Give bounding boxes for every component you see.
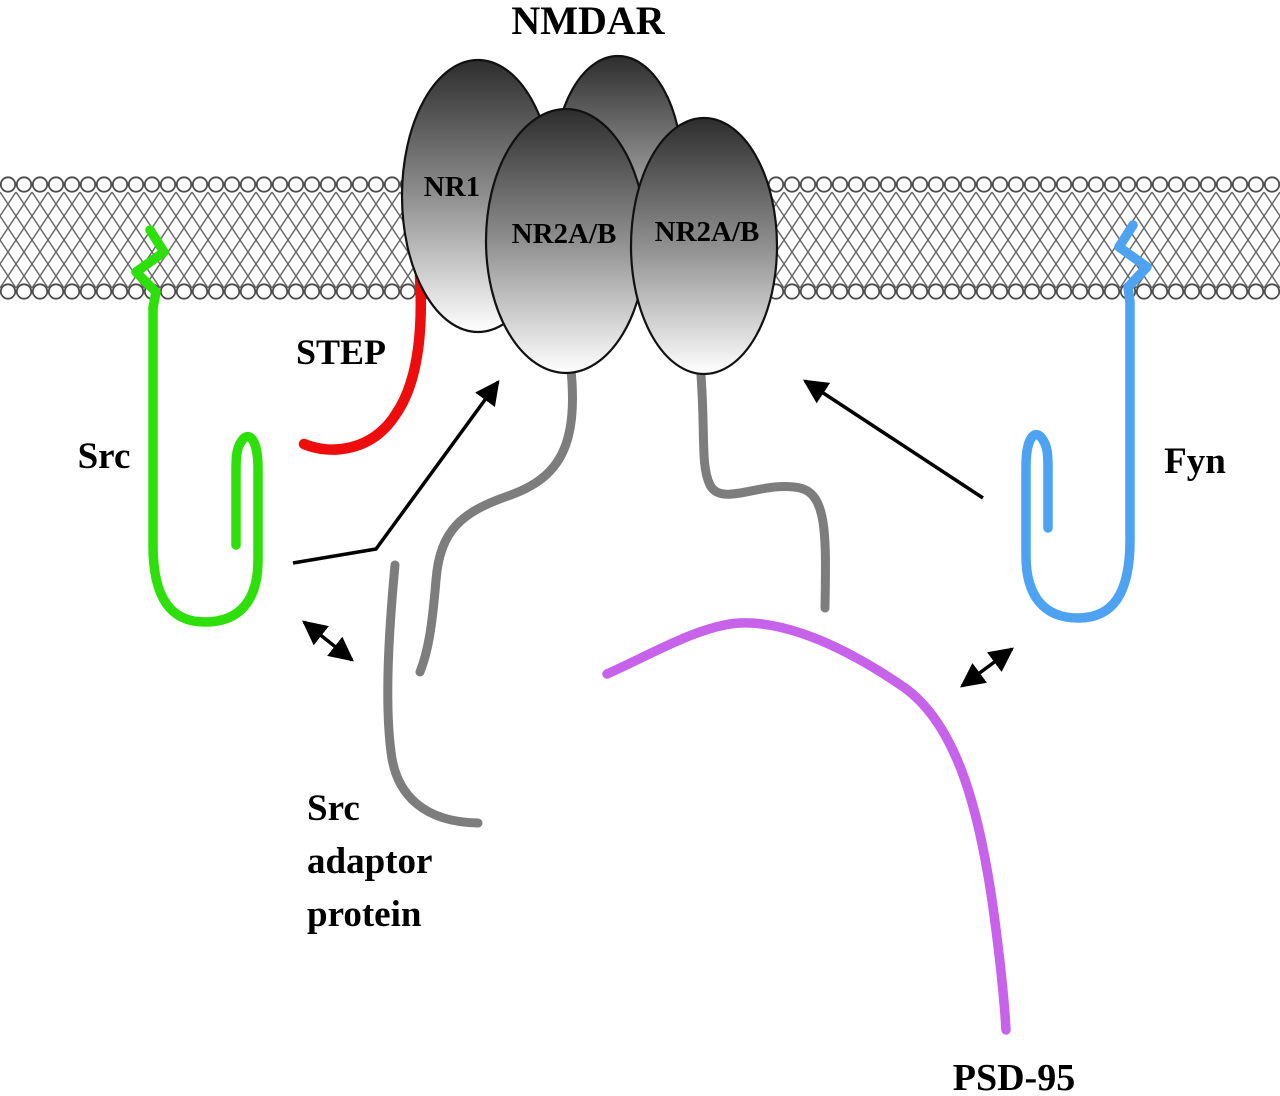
- nr1-label: NR1: [424, 171, 480, 203]
- fyn-kinase-curve: [1021, 220, 1152, 623]
- nmdar-title: NMDAR: [511, 0, 665, 43]
- step-phosphatase-curve: [298, 270, 427, 455]
- src-to-nmdar-arrow: [292, 380, 500, 565]
- src-adaptor-strand: [383, 560, 483, 828]
- src-adaptor-line-2: adaptor: [307, 841, 432, 882]
- nr2-left-tail: [415, 355, 577, 677]
- step-label: STEP: [296, 332, 386, 372]
- nr2a-right-label: NR2A/B: [655, 216, 760, 248]
- nr2a-left-label: NR2A/B: [512, 218, 617, 250]
- src-adaptor-protein-label: Src adaptor protein: [307, 788, 432, 935]
- src-kinase-curve: [131, 225, 263, 627]
- fyn-label: Fyn: [1164, 441, 1226, 482]
- psd95-label: PSD-95: [953, 1057, 1075, 1096]
- nr2a-right-subunit: [629, 116, 779, 376]
- nr2-right-tail: [695, 357, 830, 613]
- interaction-arrows: [292, 379, 1014, 688]
- src-adaptor-line-3: protein: [307, 894, 422, 935]
- src-adaptor-double-arrow: [302, 620, 354, 662]
- psd95-curve: [602, 618, 1011, 1035]
- fyn-to-nmdar-arrow: [802, 379, 984, 500]
- nmdar-receptor-complex: [400, 54, 779, 376]
- src-adaptor-line-1: Src: [307, 788, 360, 829]
- cytoplasmic-tails: [383, 355, 830, 828]
- fyn-psd95-double-arrow: [960, 647, 1014, 688]
- src-label: Src: [78, 436, 131, 477]
